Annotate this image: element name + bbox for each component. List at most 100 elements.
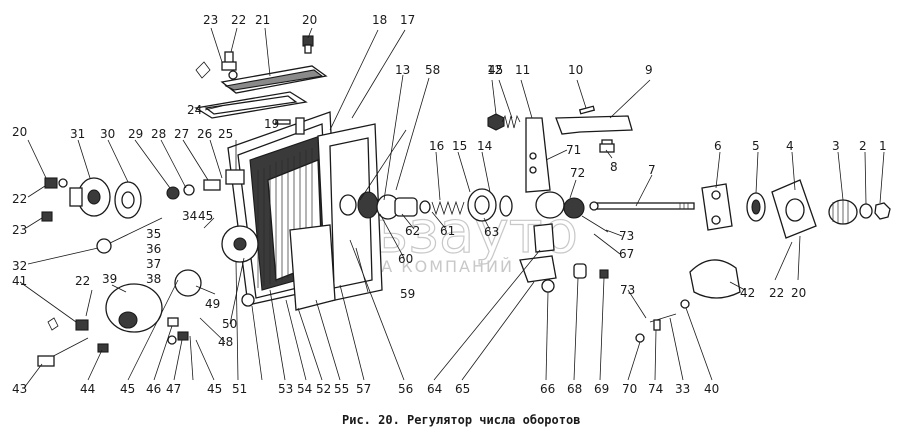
callout-20-right: 20: [791, 286, 806, 300]
callout-73-center: 73: [619, 229, 634, 243]
drive-gear: [828, 199, 891, 225]
callout-9: 9: [645, 63, 653, 77]
callout-28: 28: [151, 127, 166, 141]
callout-18-top: 18: [372, 13, 387, 27]
callout-15: 15: [452, 139, 467, 153]
callout-56: 56: [398, 382, 413, 396]
callout-11: 11: [515, 63, 530, 77]
parts-drawing: [37, 35, 891, 367]
callout-68: 68: [567, 382, 582, 396]
callout-46: 46: [146, 382, 161, 396]
top-cover: [194, 65, 328, 119]
governor-weights: [339, 191, 431, 220]
callout-67: 67: [619, 247, 634, 261]
callout-24: 24: [187, 103, 202, 117]
callout-8: 8: [610, 160, 618, 174]
callout-61: 61: [440, 224, 455, 238]
callout-45-bottom-a: 45: [120, 382, 135, 396]
pin: [581, 215, 609, 233]
callout-51: 51: [232, 382, 247, 396]
control-rod: [96, 217, 163, 254]
lower-right-parts: [635, 299, 690, 343]
callout-35: 35: [146, 227, 161, 241]
callout-38: 38: [146, 272, 161, 286]
callout-12: 12: [487, 63, 502, 77]
lower-left-cluster: [105, 225, 259, 333]
callout-34: 34: [182, 209, 197, 223]
callout-20-top: 20: [302, 13, 317, 27]
callout-labels: 1 2 3 4 5 6 7 8 9 10 11 12 13 14 15 16 1…: [12, 13, 887, 396]
callout-7: 7: [648, 163, 656, 177]
callout-32: 32: [12, 259, 27, 273]
callout-36: 36: [146, 242, 161, 256]
lower-bolts: [167, 317, 189, 345]
callout-62: 62: [405, 224, 420, 238]
callout-31: 31: [70, 127, 85, 141]
callout-14: 14: [477, 139, 492, 153]
flange: [771, 179, 817, 239]
callout-39: 39: [102, 272, 117, 286]
callout-22-mid: 22: [75, 274, 90, 288]
callout-23-left: 23: [12, 223, 27, 237]
callout-73-lower: 73: [620, 283, 635, 297]
callout-42: 42: [740, 286, 755, 300]
callout-1: 1: [879, 139, 887, 153]
callout-21: 21: [255, 13, 270, 27]
callout-57: 57: [356, 382, 371, 396]
callout-40: 40: [704, 382, 719, 396]
callout-10: 10: [568, 63, 583, 77]
callout-33: 33: [675, 382, 690, 396]
top-bolt: [302, 35, 314, 54]
callout-65: 65: [455, 382, 470, 396]
callout-43: 43: [12, 382, 27, 396]
small-washers: [166, 169, 245, 200]
nut-and-spring: [487, 113, 521, 131]
callout-5: 5: [752, 139, 760, 153]
callout-69: 69: [594, 382, 609, 396]
callout-20-left: 20: [12, 125, 27, 139]
callout-26: 26: [197, 127, 212, 141]
spring: [431, 200, 465, 216]
callout-45-top: 45: [488, 63, 503, 77]
callout-45-left: 45: [198, 209, 213, 223]
callout-52: 52: [316, 382, 331, 396]
end-cap: [69, 177, 142, 219]
callout-66: 66: [540, 382, 555, 396]
callout-37: 37: [146, 257, 161, 271]
figure-caption: Рис. 20. Регулятор числа оборотов: [342, 413, 580, 427]
callout-17: 17: [400, 13, 415, 27]
callout-58: 58: [425, 63, 440, 77]
callout-6: 6: [714, 139, 722, 153]
callout-71: 71: [566, 143, 581, 157]
callout-3: 3: [832, 139, 840, 153]
callout-54: 54: [297, 382, 312, 396]
sleeve: [467, 188, 585, 222]
leader-lines: [19, 27, 885, 389]
lower-lever: [37, 317, 109, 367]
callout-23-top: 23: [203, 13, 218, 27]
lower-bracket: [689, 259, 741, 299]
callout-25: 25: [218, 127, 233, 141]
callout-27: 27: [174, 127, 189, 141]
cover-bolt: [195, 51, 238, 80]
callout-49: 49: [205, 297, 220, 311]
callout-19: 19: [264, 117, 279, 131]
callout-44: 44: [80, 382, 95, 396]
left-fasteners: [41, 177, 68, 222]
small-pin: [275, 119, 291, 125]
callout-29: 29: [128, 127, 143, 141]
callout-22-top: 22: [231, 13, 246, 27]
end-housing: [701, 183, 733, 231]
lever: [525, 117, 551, 193]
callout-30: 30: [100, 127, 115, 141]
callout-16: 16: [429, 139, 444, 153]
callout-74: 74: [648, 382, 663, 396]
callout-47: 47: [166, 382, 181, 396]
callout-4: 4: [786, 139, 794, 153]
bearing: [746, 192, 766, 222]
callout-48: 48: [218, 335, 233, 349]
callout-41: 41: [12, 274, 27, 288]
callout-53: 53: [278, 382, 293, 396]
callout-50: 50: [222, 317, 237, 331]
